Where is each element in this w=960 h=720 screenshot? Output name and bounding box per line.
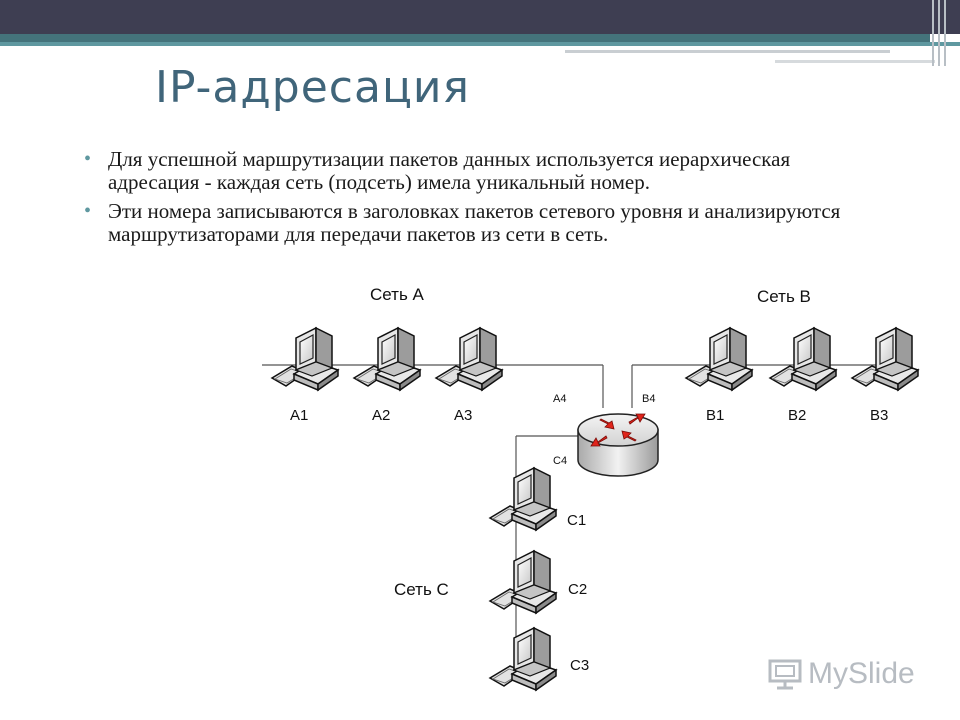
- header-stripe-grey-2: [775, 60, 935, 63]
- header-stripe-teal: [0, 34, 930, 42]
- port-label-c4: С4: [553, 455, 567, 467]
- computer-icon: [851, 327, 919, 391]
- computer-icon: [489, 467, 557, 531]
- host-label-a2: А2: [372, 407, 390, 424]
- myslide-logo-icon: [768, 659, 802, 690]
- host-label-b3: В3: [870, 407, 888, 424]
- host-label-a1: А1: [290, 407, 308, 424]
- header-bar: [0, 0, 960, 34]
- host-label-c1: С1: [567, 512, 586, 529]
- bullet-text: Эти номера записываются в заголовках пак…: [108, 199, 841, 246]
- computer-icon: [489, 550, 557, 614]
- bullet-dot-icon: •: [84, 200, 92, 222]
- host-label-b1: В1: [706, 407, 724, 424]
- host-label-a3: А3: [454, 407, 472, 424]
- slide-title: IP-адресация: [155, 62, 470, 113]
- host-label-c3: С3: [570, 657, 589, 674]
- header-stripe-grey: [565, 50, 890, 53]
- bullet-dot-icon: •: [84, 148, 92, 170]
- header-vline: [938, 0, 940, 66]
- router-icon: [577, 413, 659, 477]
- network-cables: [262, 364, 912, 670]
- computer-icon: [769, 327, 837, 391]
- watermark-text: MySlide: [808, 657, 915, 690]
- port-label-b4: В4: [642, 393, 655, 405]
- bullet-text: Для успешной маршрутизации пакетов данны…: [108, 147, 791, 194]
- computer-icon: [489, 627, 557, 691]
- port-label-a4: А4: [553, 393, 566, 405]
- watermark: MySlide: [768, 656, 915, 692]
- computer-icon: [685, 327, 753, 391]
- header-vline: [932, 0, 934, 66]
- network-b-label: Сеть В: [757, 287, 811, 306]
- network-c-label: Сеть С: [394, 580, 449, 599]
- bullet-list: • Для успешной маршрутизации пакетов данн…: [84, 148, 844, 252]
- bullet-item: • Эти номера записываются в заголовках па…: [84, 200, 844, 246]
- header-stripe-light: [0, 42, 960, 46]
- computer-icon: [271, 327, 339, 391]
- header-vline: [944, 0, 946, 66]
- host-label-c2: С2: [568, 581, 587, 598]
- computer-icon: [353, 327, 421, 391]
- network-a-label: Сеть А: [370, 285, 425, 304]
- host-label-b2: В2: [788, 407, 806, 424]
- bullet-item: • Для успешной маршрутизации пакетов данн…: [84, 148, 844, 194]
- computer-icon: [435, 327, 503, 391]
